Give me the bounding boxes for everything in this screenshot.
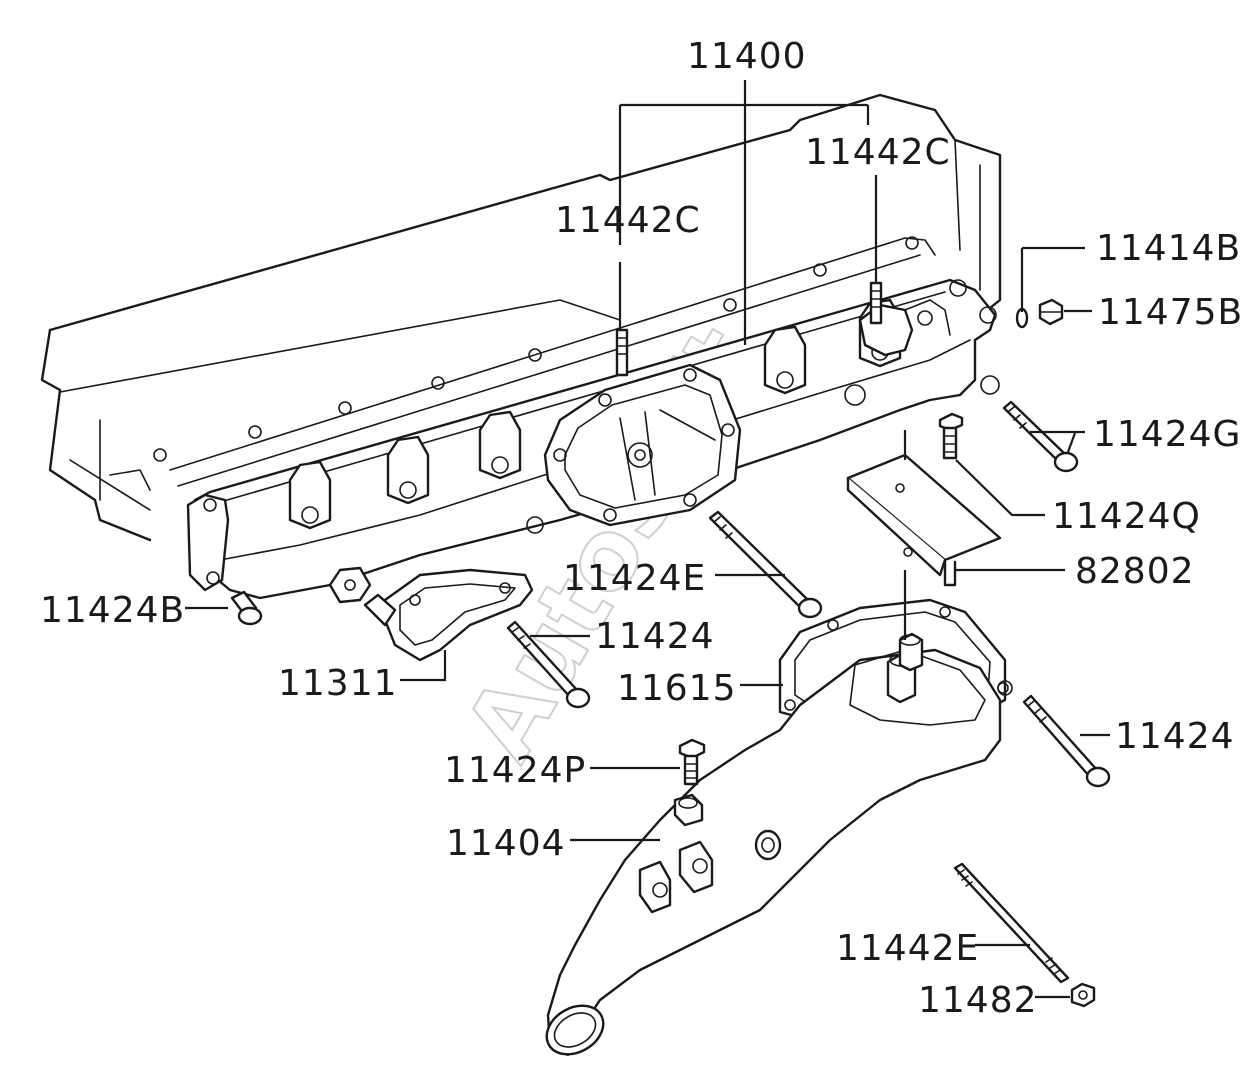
cylinder-head	[40, 93, 1002, 542]
bolt-11424b	[230, 590, 263, 626]
bolt-11424q	[938, 412, 964, 460]
nut-11482	[1070, 982, 1096, 1008]
part-labels: 11400 11442C 11442C 11414B 11475B 11424G…	[40, 36, 1243, 1021]
label-11424b: 11424B	[40, 590, 185, 631]
label-11311: 11311	[278, 663, 398, 704]
plug-11475b	[1038, 298, 1064, 326]
intake-pipe-11404	[545, 632, 1013, 1057]
bracket-82802	[846, 453, 1002, 587]
label-82802: 82802	[1075, 551, 1195, 592]
bolt-11424e	[708, 510, 823, 619]
bolt-11424g	[1002, 400, 1079, 473]
label-11424q: 11424Q	[1052, 496, 1201, 537]
label-11424p: 11424P	[444, 750, 586, 791]
label-11475b: 11475B	[1098, 292, 1243, 333]
bolt-11424-right	[1022, 694, 1111, 788]
label-11442c-left: 11442C	[555, 200, 701, 241]
bolt-11424p	[678, 738, 706, 786]
stud-11442c-left	[615, 328, 629, 377]
label-11442c-right: 11442C	[805, 132, 951, 173]
label-11414b: 11414B	[1096, 228, 1241, 269]
label-11482: 11482	[918, 980, 1038, 1021]
label-11442e: 11442E	[836, 928, 979, 969]
bolt-11424-left	[506, 620, 591, 709]
label-11424-right: 11424	[1115, 716, 1235, 757]
leader-lines	[185, 80, 1110, 999]
gasket-11311	[363, 568, 534, 662]
label-11400: 11400	[687, 36, 807, 77]
label-11424g: 11424G	[1093, 414, 1241, 455]
intake-manifold	[186, 278, 1000, 604]
stud-11442c-right	[869, 281, 883, 325]
label-11424e: 11424E	[563, 558, 706, 599]
label-11615: 11615	[617, 668, 737, 709]
label-11424-left: 11424	[595, 616, 715, 657]
label-11404: 11404	[446, 823, 566, 864]
